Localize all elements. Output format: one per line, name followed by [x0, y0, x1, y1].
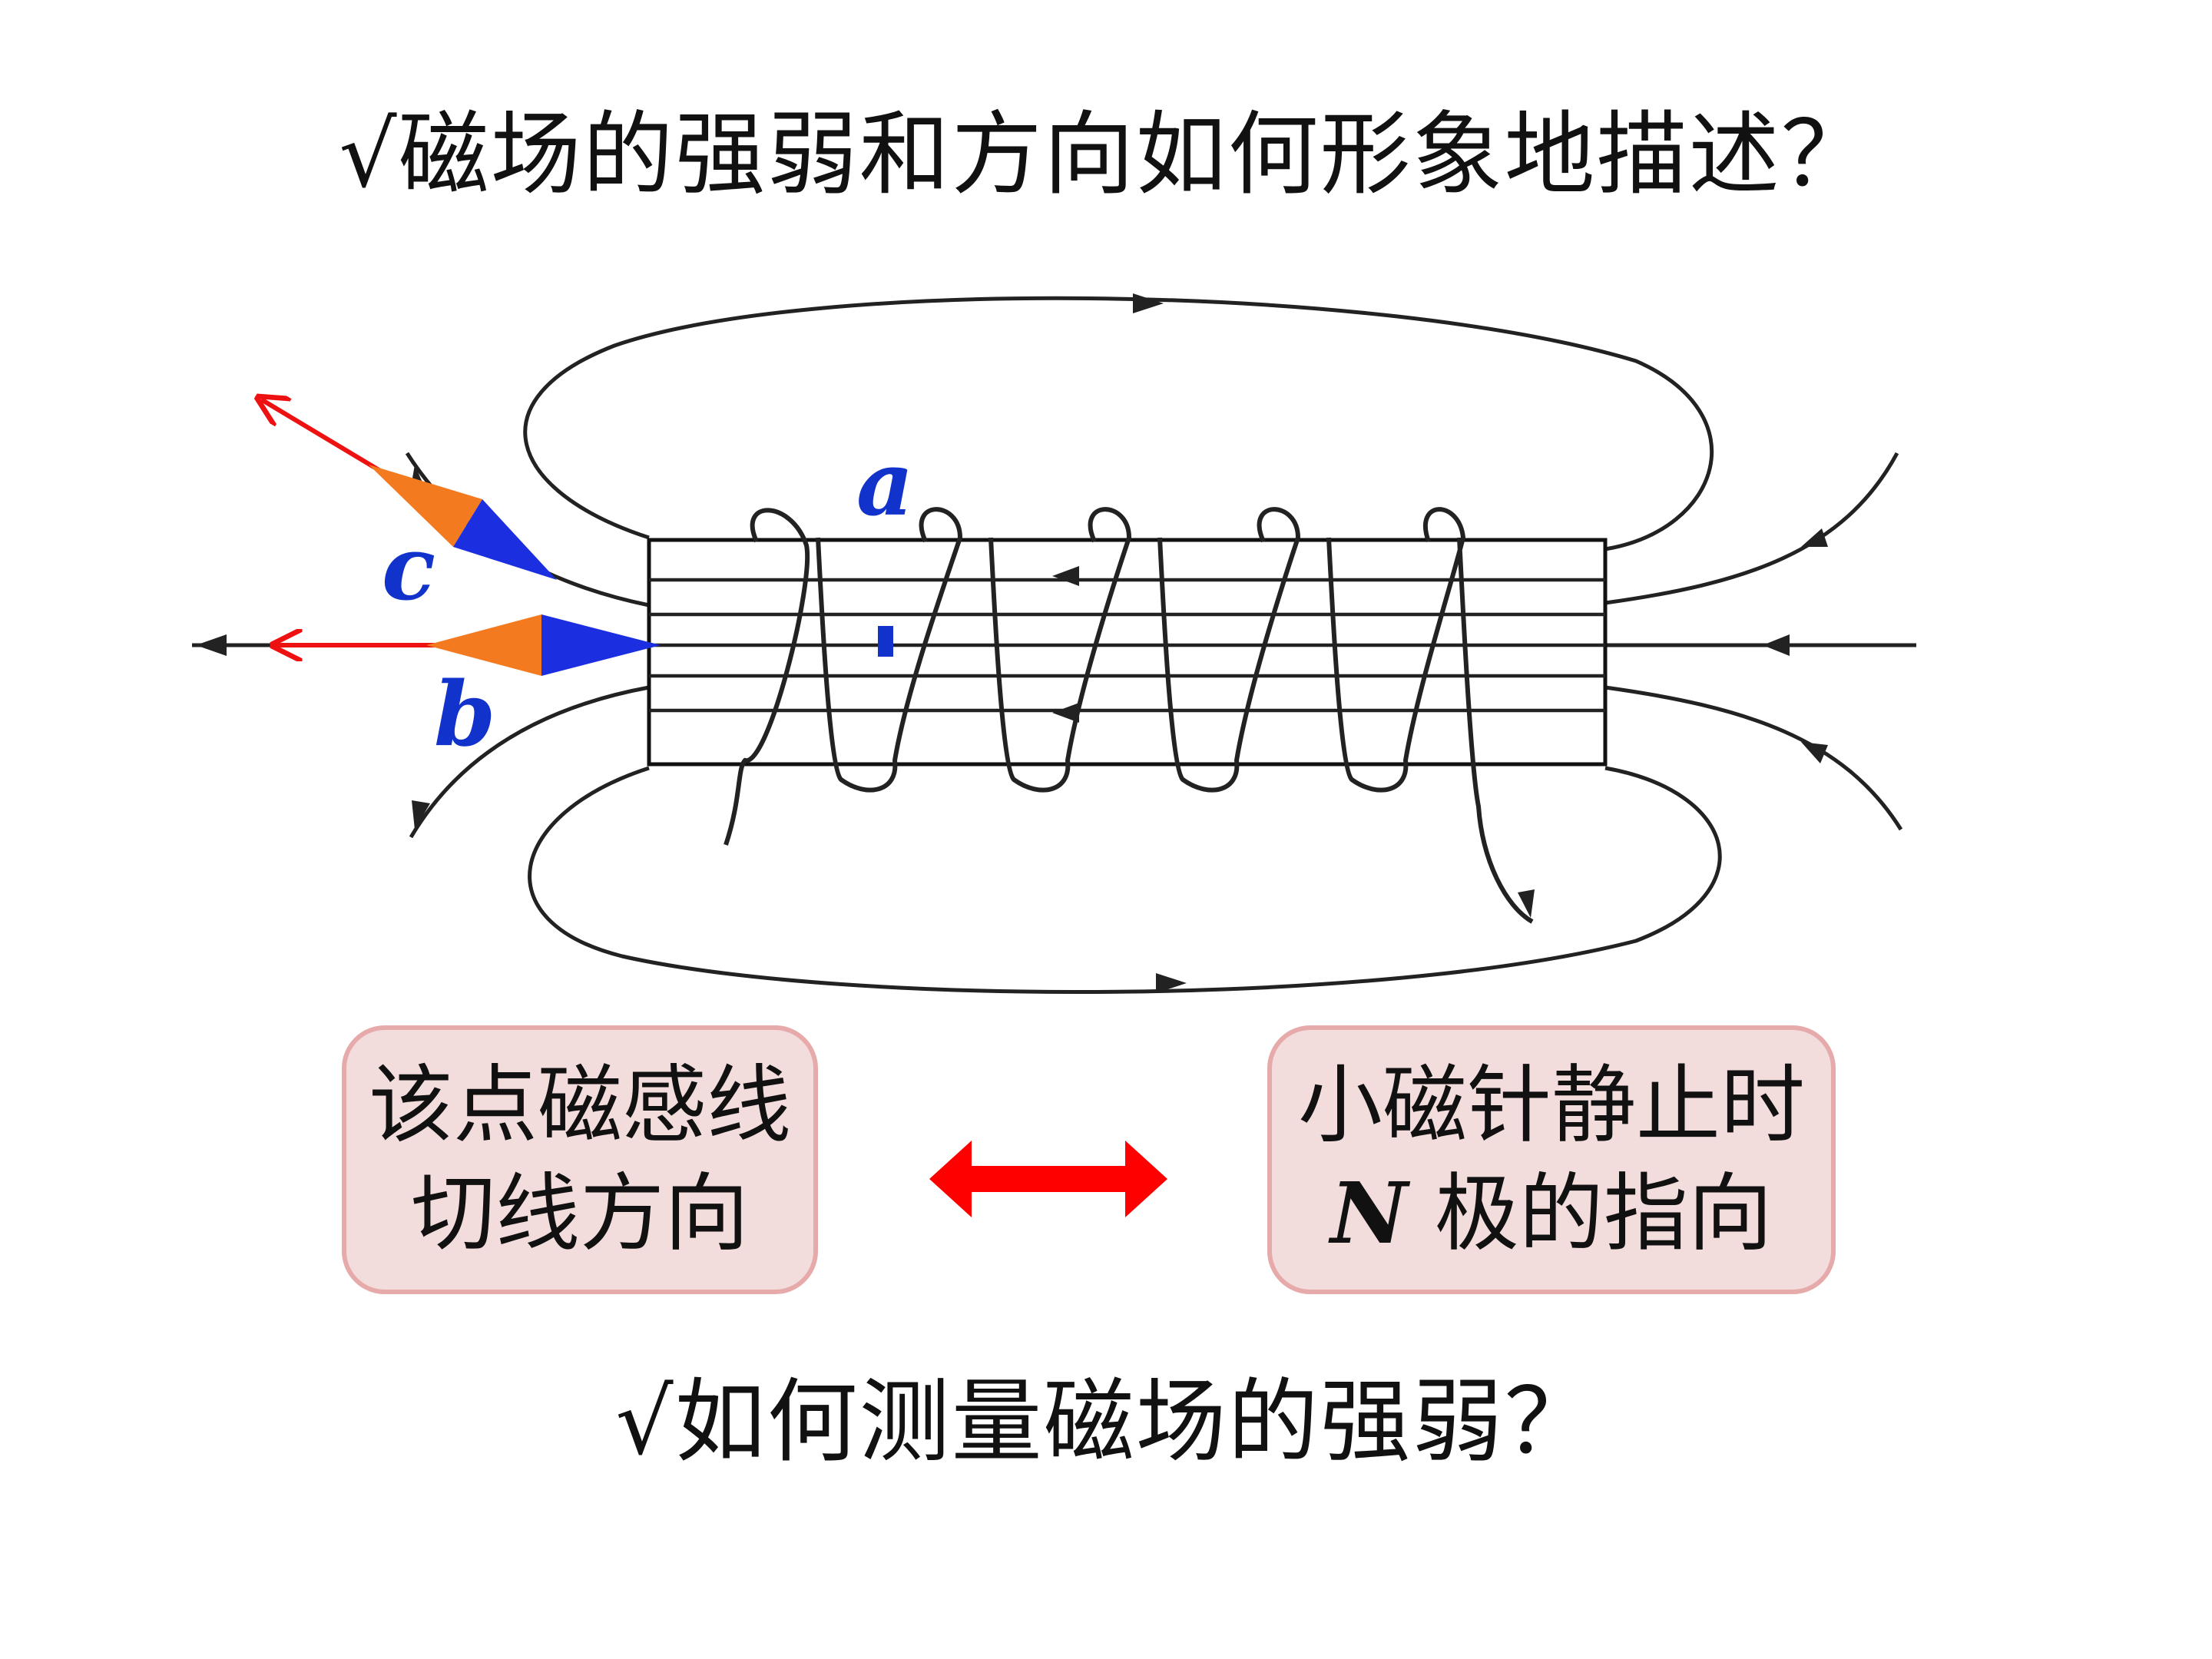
arrow-lead-right: [1518, 889, 1535, 918]
compass-box-line2-rest: 极的指向: [1407, 1164, 1773, 1263]
arrow-right-middle: [1763, 634, 1790, 656]
inner-field-lines: [649, 578, 1605, 713]
left-lower-line: [409, 685, 650, 839]
tangent-direction-box: 该点磁感线 切线方向: [342, 1025, 818, 1294]
bottom-outer-loop: [528, 766, 1722, 994]
needle-c-north: [453, 499, 557, 580]
n-pole-letter: N: [1330, 1164, 1408, 1263]
right-upper-line: [1604, 452, 1899, 605]
equivalence-double-arrow: [929, 1141, 1167, 1217]
page-title: √磁场的强弱和方向如何形象地描述？: [339, 101, 1873, 207]
compass-needle-box: 小磁针静止时 N 极的指向: [1267, 1025, 1836, 1294]
arrow-inner-upper: [1052, 566, 1079, 586]
arrow-bottom-loop: [1156, 973, 1187, 993]
compass-needle-c: [369, 465, 557, 580]
arrow-right-upper: [1801, 528, 1828, 547]
arrow-inner-lower: [1052, 703, 1079, 723]
label-c: c: [382, 517, 435, 621]
needle-c-south: [369, 465, 482, 547]
needle-b-south: [426, 614, 541, 676]
tangent-box-line1: 该点磁感线: [369, 1056, 791, 1155]
bottom-question: √如何测量磁场的强弱？: [615, 1369, 1597, 1475]
needle-b-north: [541, 614, 661, 676]
arrow-left-lower: [412, 800, 430, 830]
top-outer-loop: [523, 296, 1714, 551]
arrow-left-middle: [196, 634, 227, 656]
right-lower-line: [1604, 685, 1903, 831]
compass-box-line1: 小磁针静止时: [1298, 1056, 1805, 1155]
label-a: a: [856, 432, 914, 536]
compass-needle-b: [426, 614, 661, 676]
arrow-top-loop: [1133, 293, 1164, 313]
field-direction-arrows: [196, 293, 1828, 993]
coil-winding: [724, 507, 1534, 924]
arrow-right-lower: [1801, 742, 1828, 763]
point-a-marker: [878, 626, 893, 657]
tangent-box-line2: 切线方向: [411, 1164, 749, 1263]
compass-box-line2: N 极的指向: [1330, 1160, 1773, 1268]
label-b: b: [434, 663, 495, 767]
